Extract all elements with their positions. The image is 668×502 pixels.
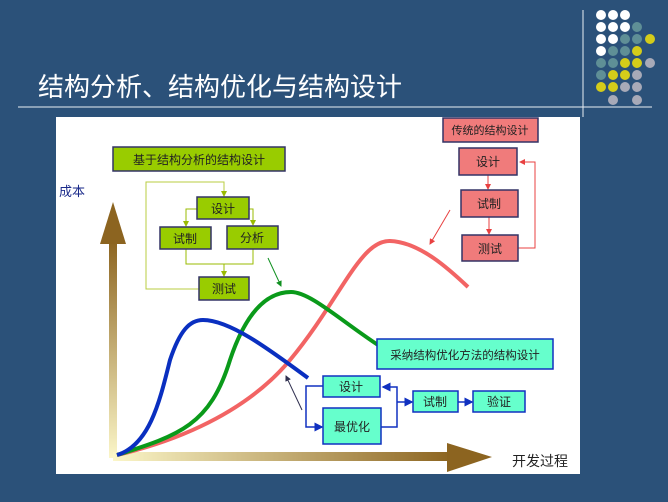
analysis-test-box <box>198 276 250 301</box>
optimization-title: 采纳结构优化方法的结构设计 <box>390 348 540 362</box>
slide-title: 结构分析、结构优化与结构设计 <box>38 73 402 103</box>
x-axis-arrow <box>113 443 492 472</box>
optimization-group: 采纳结构优化方法的结构设计 设计 最优化 试制 验证 <box>305 338 554 445</box>
analysis-design-box <box>196 196 250 220</box>
analysis-trial-box <box>159 226 212 250</box>
optimization-pointer-arrow <box>285 375 303 411</box>
traditional-design-label: 设计 <box>476 155 500 169</box>
traditional-pointer-arrow <box>429 209 451 245</box>
optimization-optimize-box <box>322 407 382 445</box>
optimization-title-box <box>376 338 554 370</box>
analysis-design-label: 设计 <box>211 202 235 216</box>
traditional-title: 传统的结构设计 <box>452 123 529 137</box>
traditional-title-box <box>442 117 539 143</box>
analysis-cost-curve <box>116 289 380 457</box>
diagram-panel <box>56 117 580 474</box>
optimization-design-label: 设计 <box>339 380 363 394</box>
analysis-title: 基于结构分析的结构设计 <box>133 152 265 167</box>
traditional-test-box <box>461 234 519 262</box>
analysis-test-label: 测试 <box>212 281 236 296</box>
traditional-cost-curve <box>116 238 470 457</box>
optimization-verify-label: 验证 <box>487 394 511 409</box>
traditional-trial-label: 试制 <box>477 196 501 211</box>
x-axis-label: 开发过程 <box>512 454 568 470</box>
optimization-verify-box <box>472 390 526 413</box>
optimization-cost-curve <box>116 317 310 457</box>
traditional-design-box <box>458 147 518 176</box>
traditional-trial-box <box>460 189 519 218</box>
y-axis-arrow <box>100 202 126 458</box>
analysis-analysis-label: 分析 <box>240 231 264 245</box>
analysis-title-box <box>112 146 286 172</box>
optimization-trial-box <box>412 390 459 413</box>
traditional-group: 传统的结构设计 设计 试制 测试 <box>442 117 539 262</box>
analysis-group: 基于结构分析的结构设计 设计 试制 分析 测试 <box>112 146 286 301</box>
optimization-trial-label: 试制 <box>423 394 447 409</box>
analysis-pointer-arrow <box>267 257 282 287</box>
optimization-optimize-label: 最优化 <box>334 420 370 434</box>
optimization-design-box <box>322 375 381 398</box>
analysis-analysis-box <box>226 225 279 250</box>
decorative-dots <box>596 10 655 105</box>
analysis-trial-label: 试制 <box>173 231 197 246</box>
traditional-test-label: 测试 <box>478 241 502 256</box>
y-axis-label: 成本 <box>59 185 85 200</box>
